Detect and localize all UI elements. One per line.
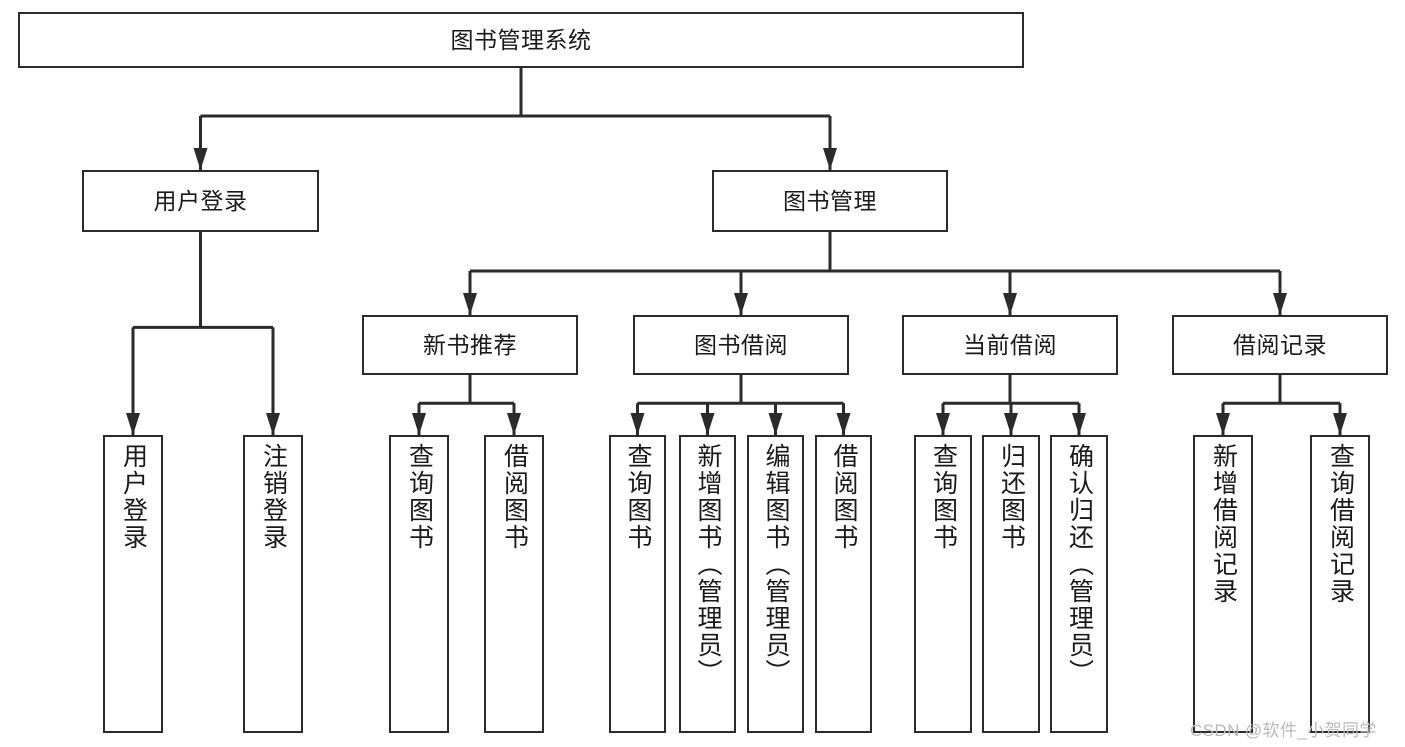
node-user-login[interactable]: 用户登录 — [82, 170, 319, 232]
node-current-borrow[interactable]: 当前借阅 — [902, 315, 1118, 375]
node-leaf-add-book-admin[interactable]: 新增图书（管理员） — [679, 435, 736, 733]
node-leaf-borrow-book-recommend[interactable]: 借阅图书 — [484, 435, 544, 733]
node-borrow-record[interactable]: 借阅记录 — [1172, 315, 1388, 375]
node-label: 图书管理 — [783, 187, 877, 214]
node-leaf-add-borrow-record[interactable]: 新增借阅记录 — [1193, 435, 1253, 733]
node-label: 借阅记录 — [1233, 331, 1327, 358]
node-leaf-confirm-return-admin[interactable]: 确认归还（管理员） — [1050, 435, 1108, 733]
node-leaf-borrow-book[interactable]: 借阅图书 — [815, 435, 872, 733]
node-label: 图书借阅 — [694, 331, 788, 358]
node-leaf-query-book[interactable]: 查询图书 — [609, 435, 666, 733]
node-label: 查询图书 — [929, 443, 958, 551]
node-root[interactable]: 图书管理系统 — [18, 12, 1024, 68]
node-leaf-edit-book-admin[interactable]: 编辑图书（管理员） — [747, 435, 804, 733]
node-leaf-user-login[interactable]: 用户登录 — [103, 435, 163, 733]
node-book-manage[interactable]: 图书管理 — [712, 170, 948, 232]
node-leaf-return-book[interactable]: 归还图书 — [982, 435, 1040, 733]
node-leaf-query-borrow-record[interactable]: 查询借阅记录 — [1310, 435, 1370, 733]
node-label: 归还图书 — [997, 443, 1026, 551]
node-leaf-user-logout[interactable]: 注销登录 — [243, 435, 303, 733]
node-new-book-recommend[interactable]: 新书推荐 — [362, 315, 578, 375]
node-label: 编辑图书（管理员） — [762, 443, 790, 686]
node-label: 新增图书（管理员） — [694, 443, 722, 686]
node-label: 新书推荐 — [423, 331, 517, 358]
node-label: 注销登录 — [259, 443, 288, 551]
node-label: 借阅图书 — [500, 443, 529, 551]
node-label: 用户登录 — [119, 443, 148, 551]
node-label: 用户登录 — [153, 187, 248, 214]
node-label: 查询图书 — [405, 443, 434, 551]
csdn-watermark: CSDN @软件_小贺同学 — [1190, 721, 1377, 740]
node-label: 确认归还（管理员） — [1065, 443, 1094, 686]
node-label: 当前借阅 — [963, 331, 1057, 358]
node-label: 查询图书 — [624, 443, 652, 551]
node-label: 查询借阅记录 — [1326, 443, 1355, 605]
node-leaf-query-book-current[interactable]: 查询图书 — [914, 435, 972, 733]
node-label: 新增借阅记录 — [1209, 443, 1238, 605]
node-label: 借阅图书 — [830, 443, 858, 551]
node-book-borrow[interactable]: 图书借阅 — [633, 315, 849, 375]
node-leaf-query-book-recommend[interactable]: 查询图书 — [389, 435, 449, 733]
node-label: 图书管理系统 — [450, 26, 592, 53]
